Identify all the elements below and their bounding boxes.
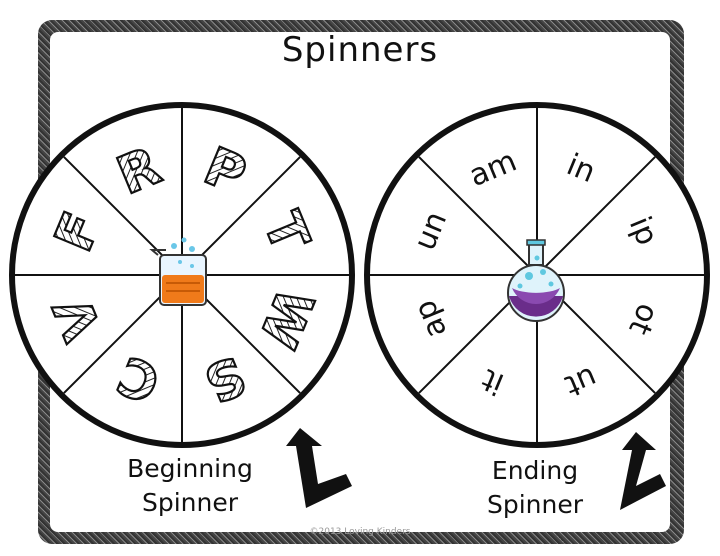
ending-spinner-arrow-icon [620, 432, 666, 510]
ending-spinner-caption: Ending Spinner [455, 454, 615, 522]
caption-line: Ending [491, 456, 579, 485]
beginning-spinner-arrow-icon [286, 428, 352, 508]
caption-line: Spinner [141, 488, 239, 517]
round-flask-icon [507, 239, 565, 322]
page-title: Spinners [281, 30, 439, 70]
copyright-text: ©2013 Loving Kinders [309, 527, 411, 537]
caption-line: Spinner [486, 490, 584, 519]
beaker-icon [149, 237, 207, 306]
caption-line: Beginning [127, 454, 253, 483]
beginning-spinner-caption: Beginning Spinner [110, 452, 270, 520]
